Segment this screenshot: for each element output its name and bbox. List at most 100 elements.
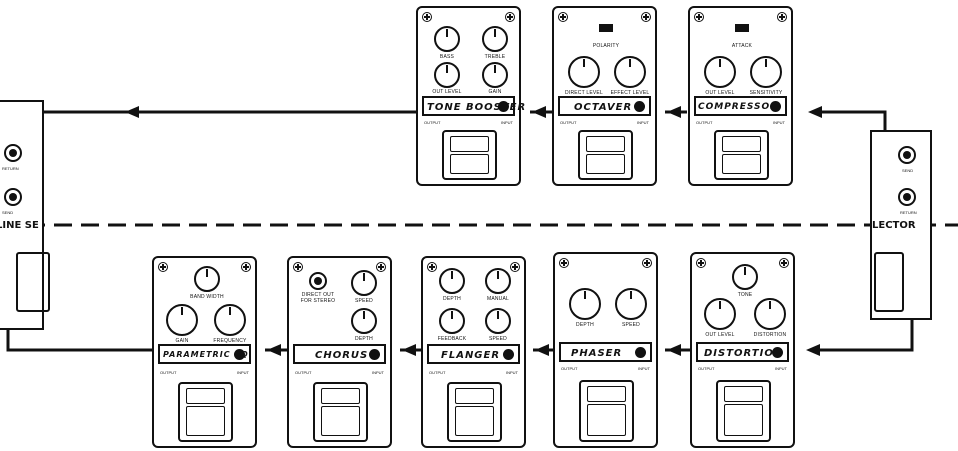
knob-label: SPEED <box>622 322 640 328</box>
return-jack <box>898 188 916 206</box>
footswitch[interactable] <box>313 382 368 442</box>
arrow-icon <box>535 344 549 356</box>
direct-out-jack[interactable] <box>309 272 327 290</box>
knob-label: GAIN <box>488 89 502 95</box>
screw-icon <box>696 258 706 268</box>
depth-knob[interactable] <box>439 268 465 294</box>
manual-knob[interactable] <box>485 268 511 294</box>
input-label: INPUT <box>372 370 384 375</box>
distortion-knob[interactable] <box>754 298 786 330</box>
pedal-compressor: ATTACK OUT LEVEL SENSITIVITY COMPRESSOR … <box>688 6 793 186</box>
pedal-title: TONE BOOSTER <box>427 102 527 113</box>
direct-level-knob[interactable] <box>568 56 600 88</box>
sensitivity-knob[interactable] <box>750 56 782 88</box>
input-label: INPUT <box>501 120 513 125</box>
arrow-icon <box>125 106 139 118</box>
attack-switch[interactable] <box>735 24 749 32</box>
footswitch[interactable] <box>178 382 233 442</box>
screw-icon <box>241 262 251 272</box>
input-label: INPUT <box>637 120 649 125</box>
led-icon <box>234 349 245 360</box>
polarity-switch[interactable] <box>599 24 613 32</box>
knob-label: SPEED <box>489 336 507 342</box>
nameplate: PARAMETRIC EQ <box>158 344 251 364</box>
frequency-knob[interactable] <box>214 304 246 336</box>
footswitch[interactable] <box>578 130 633 180</box>
left-unit-partial-title: LINE SE <box>0 220 39 231</box>
knob-label: BAND WIDTH <box>190 294 224 300</box>
knob-label: BASS <box>439 54 455 60</box>
knob-label: TREBLE <box>484 54 506 60</box>
speed-knob[interactable] <box>351 270 377 296</box>
band-width-knob[interactable] <box>194 266 220 292</box>
feedback-knob[interactable] <box>439 308 465 334</box>
gain-knob[interactable] <box>166 304 198 336</box>
send-jack-label: SEND <box>902 168 914 173</box>
gain-knob[interactable] <box>482 62 508 88</box>
led-icon <box>369 349 380 360</box>
left-unit-footswitch <box>16 252 50 312</box>
arrow-icon <box>532 106 546 118</box>
effect-level-knob[interactable] <box>614 56 646 88</box>
footswitch[interactable] <box>716 380 771 442</box>
left-line-selector: RETURN SEND LINE SE <box>0 100 50 330</box>
input-label: INPUT <box>775 366 787 371</box>
knob-label: DEPTH <box>576 322 594 328</box>
pedal-title: DISTORTION <box>704 348 784 359</box>
screw-icon <box>777 12 787 22</box>
knob-label: DEPTH <box>355 336 373 342</box>
send-jack-label: SEND <box>2 210 14 215</box>
nameplate: PHASER <box>559 342 652 362</box>
nameplate: OCTAVER <box>558 96 651 116</box>
out-level-knob[interactable] <box>434 62 460 88</box>
right-unit-partial-title: LECTOR <box>872 220 916 231</box>
arrow-icon <box>667 344 681 356</box>
output-label: OUTPUT <box>424 120 441 125</box>
nameplate: TONE BOOSTER <box>422 96 525 116</box>
arrow-icon <box>808 106 822 118</box>
top-cable-to-return <box>10 110 418 150</box>
pedal-distortion: TONE OUT LEVEL DISTORTION DISTORTION OUT… <box>690 252 795 448</box>
nameplate: DISTORTION <box>696 342 789 362</box>
pedal-title: COMPRESSOR <box>698 102 779 112</box>
out-level-knob[interactable] <box>704 298 736 330</box>
out-level-knob[interactable] <box>704 56 736 88</box>
send-jack <box>898 146 916 164</box>
footswitch[interactable] <box>714 130 769 180</box>
tone-knob[interactable] <box>732 264 758 290</box>
output-label: OUTPUT <box>696 120 713 125</box>
arrow-icon <box>667 106 681 118</box>
depth-knob[interactable] <box>569 288 601 320</box>
footswitch[interactable] <box>447 382 502 442</box>
footswitch[interactable] <box>579 380 634 442</box>
pedal-chorus: DIRECT OUT FOR STEREO SPEED DEPTH CHORUS… <box>287 256 392 448</box>
screw-icon <box>642 258 652 268</box>
pedal-flanger: DEPTH MANUAL FEEDBACK SPEED FLANGER OUTP… <box>421 256 526 448</box>
arrow-icon <box>267 344 281 356</box>
pedal-title: PARAMETRIC EQ <box>163 350 249 359</box>
nameplate: CHORUS <box>293 344 386 364</box>
switch-label: POLARITY <box>592 43 620 49</box>
nameplate: COMPRESSOR <box>694 96 787 116</box>
treble-knob[interactable] <box>482 26 508 52</box>
output-label: OUTPUT <box>429 370 446 375</box>
knob-label: TONE <box>737 292 753 298</box>
output-label: OUTPUT <box>160 370 177 375</box>
depth-knob[interactable] <box>351 308 377 334</box>
speed-knob[interactable] <box>615 288 647 320</box>
return-jack-label: RETURN <box>2 166 19 171</box>
pedal-tone-booster: BASS TREBLE OUT LEVEL GAIN TONE BOOSTER … <box>416 6 525 186</box>
send-jack <box>4 188 22 206</box>
jack-label: DIRECT OUT FOR STEREO <box>300 292 336 304</box>
output-label: OUTPUT <box>295 370 312 375</box>
pedal-title: OCTAVER <box>574 102 633 113</box>
footswitch[interactable] <box>442 130 497 180</box>
output-label: OUTPUT <box>560 120 577 125</box>
knob-label: OUT LEVEL <box>432 89 462 95</box>
speed-knob[interactable] <box>485 308 511 334</box>
input-label: INPUT <box>237 370 249 375</box>
bass-knob[interactable] <box>434 26 460 52</box>
right-line-selector: SEND RETURN LECTOR <box>870 130 932 320</box>
pedal-title: FLANGER <box>441 350 501 361</box>
